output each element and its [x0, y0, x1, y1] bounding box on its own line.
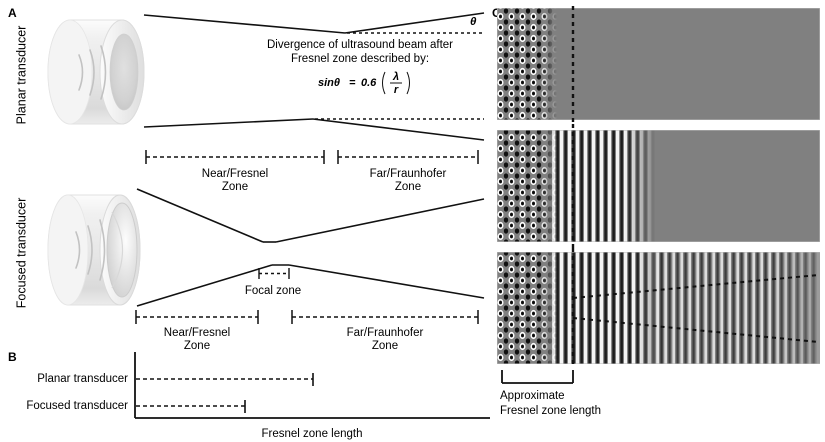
panel-c-image-1 [497, 8, 820, 120]
focused-transducer-axis-label: Focused transducer [14, 198, 28, 308]
planar-far-zone-label-line1: Far/Fraunhofer [370, 168, 447, 180]
panel-a-row-planar: Planar transducer [14, 12, 485, 193]
panel-b-bar-focused [136, 400, 246, 413]
panel-b-category-focused: Focused transducer [26, 400, 128, 412]
formula-numerator: λ [392, 71, 399, 83]
formula-denominator: r [394, 84, 399, 96]
planar-far-zone-label-line2: Zone [395, 181, 421, 193]
panel-a-letter: A [8, 6, 17, 20]
panel-b-letter: B [8, 350, 17, 364]
panel-b-x-axis-label: Fresnel zone length [261, 428, 362, 440]
focused-transducer-illustration [47, 194, 141, 306]
focal-zone-marker [258, 268, 290, 279]
formula-equals: = [349, 77, 356, 89]
planar-transducer-axis-label: Planar transducer [14, 26, 28, 125]
panel-a: A Planar transducer [8, 6, 485, 352]
panel-c-scale-bar-label-line1: Approximate [500, 390, 565, 402]
panel-b: B Planar transducer Focused transducer F… [8, 350, 490, 440]
planar-near-zone-label-line1: Near/Fresnel [202, 168, 268, 180]
planar-transducer-face [109, 33, 139, 111]
focused-far-zone-label-line2: Zone [372, 340, 398, 352]
focused-beam-outline [136, 188, 485, 307]
fresnel-divergence-formula: sinθ = 0.6 λ r [318, 71, 410, 96]
planar-near-zone-label-line2: Zone [222, 181, 248, 193]
panel-c-image-2 [497, 130, 820, 242]
panel-c-3-divergence-lines [572, 274, 819, 343]
planar-wave-arcs [78, 45, 107, 100]
planar-beam-axis-dashed [315, 32, 484, 120]
focused-far-zone-label-line1: Far/Fraunhofer [347, 327, 424, 339]
formula-coefficient: 0.6 [361, 77, 377, 89]
focal-zone-label: Focal zone [245, 285, 301, 297]
focused-zone-brackets [135, 310, 479, 324]
planar-transducer-illustration [47, 19, 145, 125]
formula-lhs: sinθ [318, 77, 340, 89]
planar-zone-brackets [145, 150, 479, 164]
panel-b-axes [134, 352, 490, 419]
divergence-annotation-line2: Fresnel zone described by: [291, 53, 429, 65]
focused-near-zone-label-line2: Zone [184, 340, 210, 352]
focused-wave-arcs [75, 219, 106, 281]
focused-near-zone-label-line1: Near/Fresnel [164, 327, 230, 339]
panel-c: C [492, 6, 820, 417]
panel-c-image-3 [497, 252, 820, 364]
panel-b-bar-planar [136, 373, 314, 386]
panel-c-scale-bar-label-line2: Fresnel zone length [500, 405, 601, 417]
panel-a-row-focused: Focused transducer [14, 188, 485, 352]
panel-c-letter: C [492, 6, 501, 20]
planar-beam-outline [143, 12, 485, 141]
divergence-annotation-line1: Divergence of ultrasound beam after [267, 39, 453, 51]
panel-c-scale-bar [501, 370, 574, 384]
divergence-angle-theta-label: θ [470, 16, 477, 28]
panel-b-category-planar: Planar transducer [37, 373, 128, 385]
